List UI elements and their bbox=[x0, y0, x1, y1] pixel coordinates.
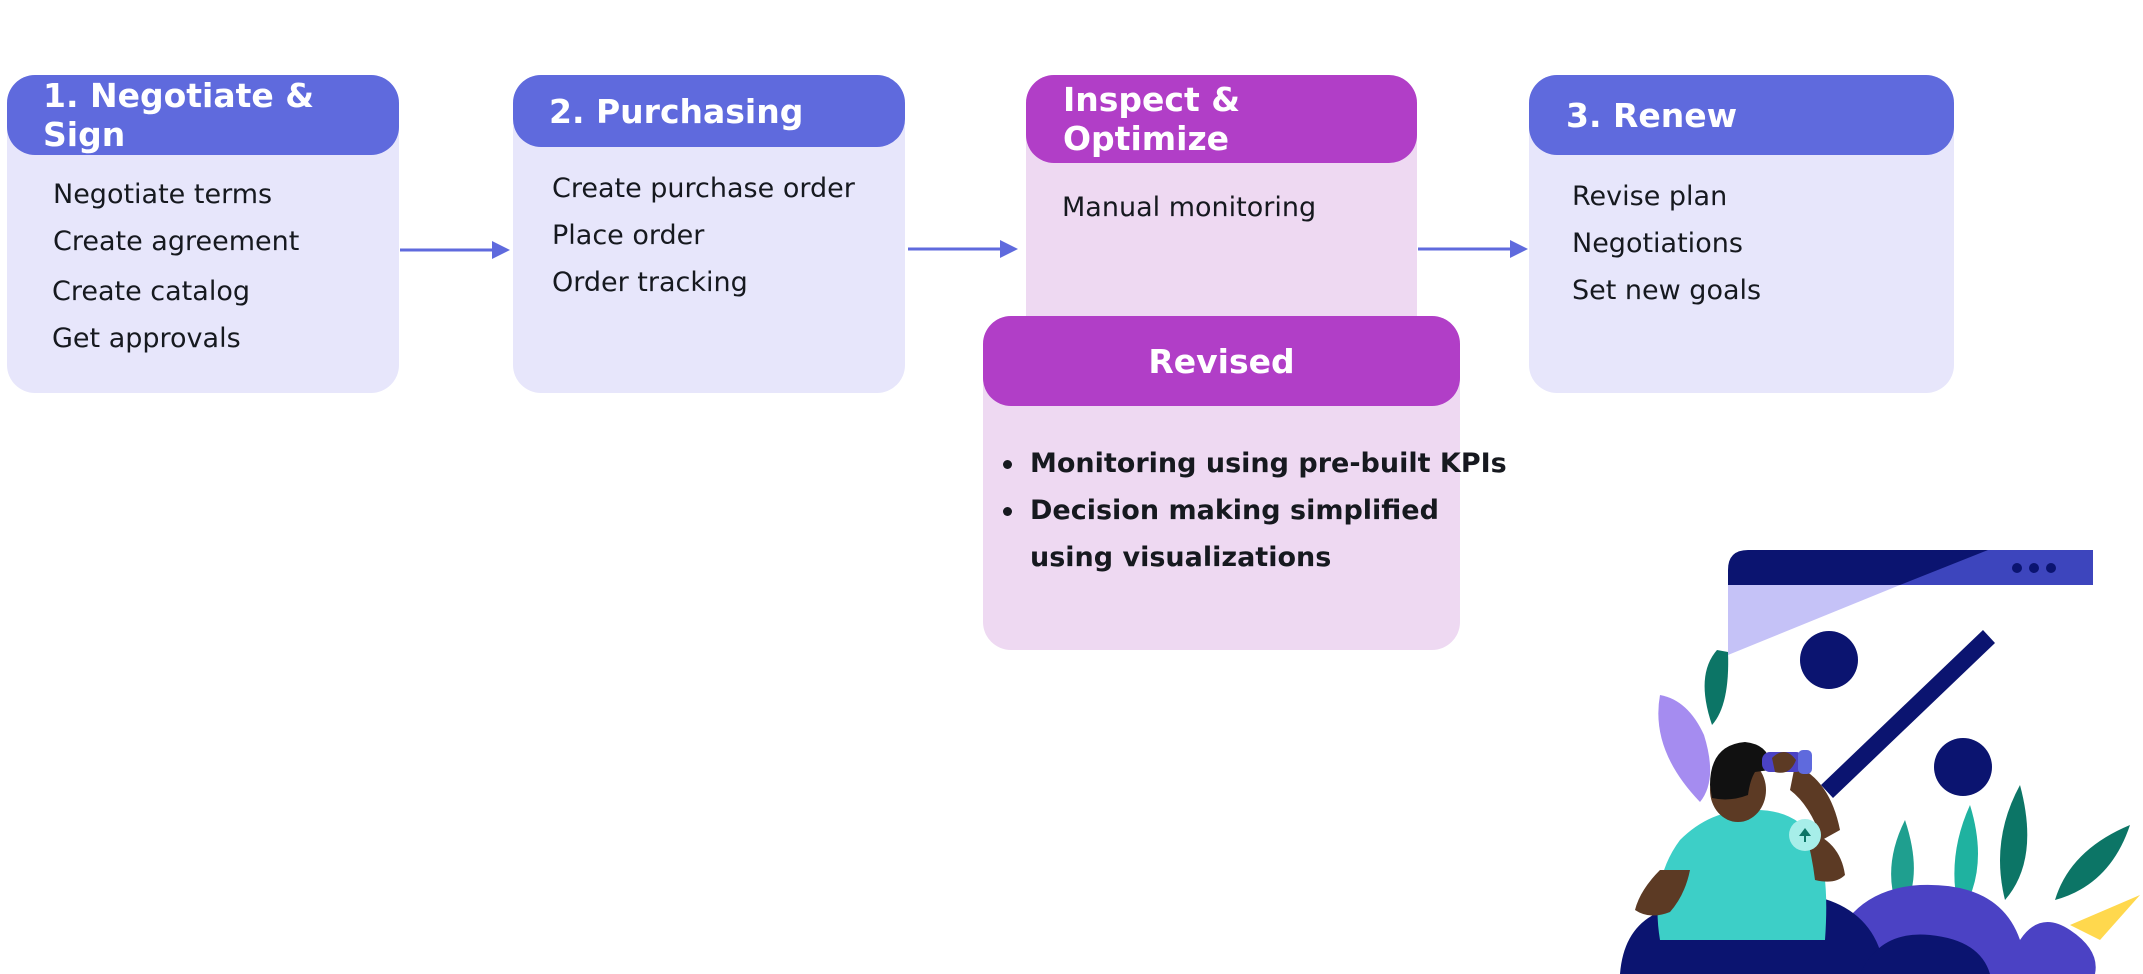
stage-item: Manual monitoring bbox=[1062, 192, 1317, 223]
stage-card-inspect: Inspect & Optimize Manual monitoring bbox=[1026, 75, 1417, 365]
stage-item: Negotiations bbox=[1572, 228, 1743, 259]
revised-header: Revised bbox=[983, 316, 1460, 406]
revised-bullets: Monitoring using pre-built KPIs Decision… bbox=[983, 440, 1507, 581]
stage-header-purchasing: 2. Purchasing bbox=[513, 75, 905, 147]
stage-title: Inspect & Optimize bbox=[1063, 80, 1241, 158]
stage-card-negotiate: 1. Negotiate & Sign Negotiate terms Crea… bbox=[7, 75, 399, 393]
stage-item: Create agreement bbox=[53, 226, 300, 257]
flow-arrow bbox=[400, 241, 510, 259]
stage-item: Create catalog bbox=[52, 276, 250, 307]
stage-item: Get approvals bbox=[52, 323, 241, 354]
stage-items: Negotiate terms Create agreement Create … bbox=[52, 171, 300, 362]
stage-title: 2. Purchasing bbox=[549, 91, 804, 131]
stage-item: Negotiate terms bbox=[53, 179, 273, 210]
revised-bullet-text: using visualizations bbox=[1030, 542, 1332, 573]
stage-card-purchasing: 2. Purchasing Create purchase order Plac… bbox=[513, 75, 905, 393]
stage-item: Set new goals bbox=[1572, 275, 1762, 306]
revised-bullet-text: Monitoring using pre-built KPIs bbox=[1030, 448, 1507, 479]
stage-items: Create purchase order Place order Order … bbox=[552, 165, 855, 306]
revised-bullet: Monitoring using pre-built KPIs bbox=[983, 440, 1507, 487]
stage-item: Order tracking bbox=[552, 267, 748, 298]
person-icon bbox=[1635, 742, 1845, 940]
stage-header-inspect: Inspect & Optimize bbox=[1026, 75, 1417, 163]
flow-arrow bbox=[1418, 240, 1528, 258]
revised-bullet: Decision making simplified bbox=[983, 487, 1507, 534]
stage-item: Revise plan bbox=[1572, 181, 1728, 212]
percent-icon bbox=[1800, 630, 1995, 798]
flow-arrow bbox=[908, 240, 1018, 258]
revised-card: Revised Monitoring using pre-built KPIs … bbox=[983, 316, 1507, 650]
stage-item: Create purchase order bbox=[552, 173, 855, 204]
stage-items: Manual monitoring bbox=[1062, 184, 1316, 231]
stage-items: Revise plan Negotiations Set new goals bbox=[1572, 173, 1761, 314]
person-with-binoculars-illustration bbox=[1620, 550, 2140, 974]
bullet-dot bbox=[1003, 507, 1012, 516]
stage-card-renew: 3. Renew Revise plan Negotiations Set ne… bbox=[1529, 75, 1954, 393]
stage-header-negotiate: 1. Negotiate & Sign bbox=[7, 75, 399, 155]
stage-title: 3. Renew bbox=[1566, 95, 1738, 135]
bullet-dot bbox=[1003, 460, 1012, 469]
stage-item: Place order bbox=[552, 220, 705, 251]
revised-bullet-continuation: using visualizations bbox=[983, 534, 1507, 581]
stage-header-renew: 3. Renew bbox=[1529, 75, 1954, 155]
revised-bullet-text: Decision making simplified bbox=[1030, 495, 1439, 526]
revised-title: Revised bbox=[1148, 341, 1295, 381]
stage-title: 1. Negotiate & Sign bbox=[43, 76, 315, 154]
